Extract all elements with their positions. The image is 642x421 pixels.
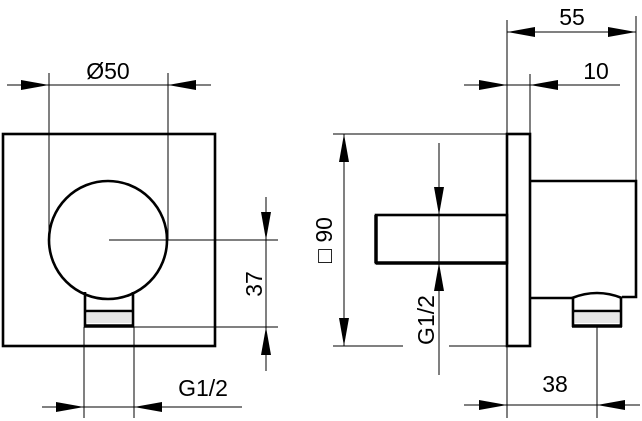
- side-plate: [505, 132, 532, 348]
- side-rear-pipe: [374, 213, 509, 265]
- dim-g12-rear-label: G1/2: [413, 295, 439, 345]
- dim-90-label: □ 90: [311, 217, 337, 263]
- dim-thread-bottom: G1/2: [42, 327, 242, 418]
- dim-outlet-38: 38: [464, 327, 640, 418]
- dim-37-label: 37: [241, 271, 267, 297]
- dim-55-label: 55: [559, 4, 585, 30]
- side-body: [530, 179, 638, 299]
- dim-diameter-label: Ø50: [86, 58, 129, 84]
- side-view: □ 90 G1/2 55 10: [311, 4, 640, 418]
- dim-38-label: 38: [542, 371, 568, 397]
- dim-depth-55: 55: [506, 4, 637, 418]
- dim-10-label: 10: [583, 58, 609, 84]
- dim-g12-bottom-label: G1/2: [178, 375, 228, 401]
- dim-height-37: 37: [134, 197, 278, 371]
- side-bottom-outlet: [571, 291, 623, 328]
- dim-thread-rear: G1/2: [413, 143, 444, 375]
- front-view: Ø50 37 G1/2: [1, 58, 278, 418]
- dim-square-90: □ 90: [311, 133, 507, 347]
- dim-diameter-50: Ø50: [7, 58, 211, 240]
- dim-plate-10: 10: [464, 58, 620, 134]
- front-thread-stub: [83, 292, 135, 328]
